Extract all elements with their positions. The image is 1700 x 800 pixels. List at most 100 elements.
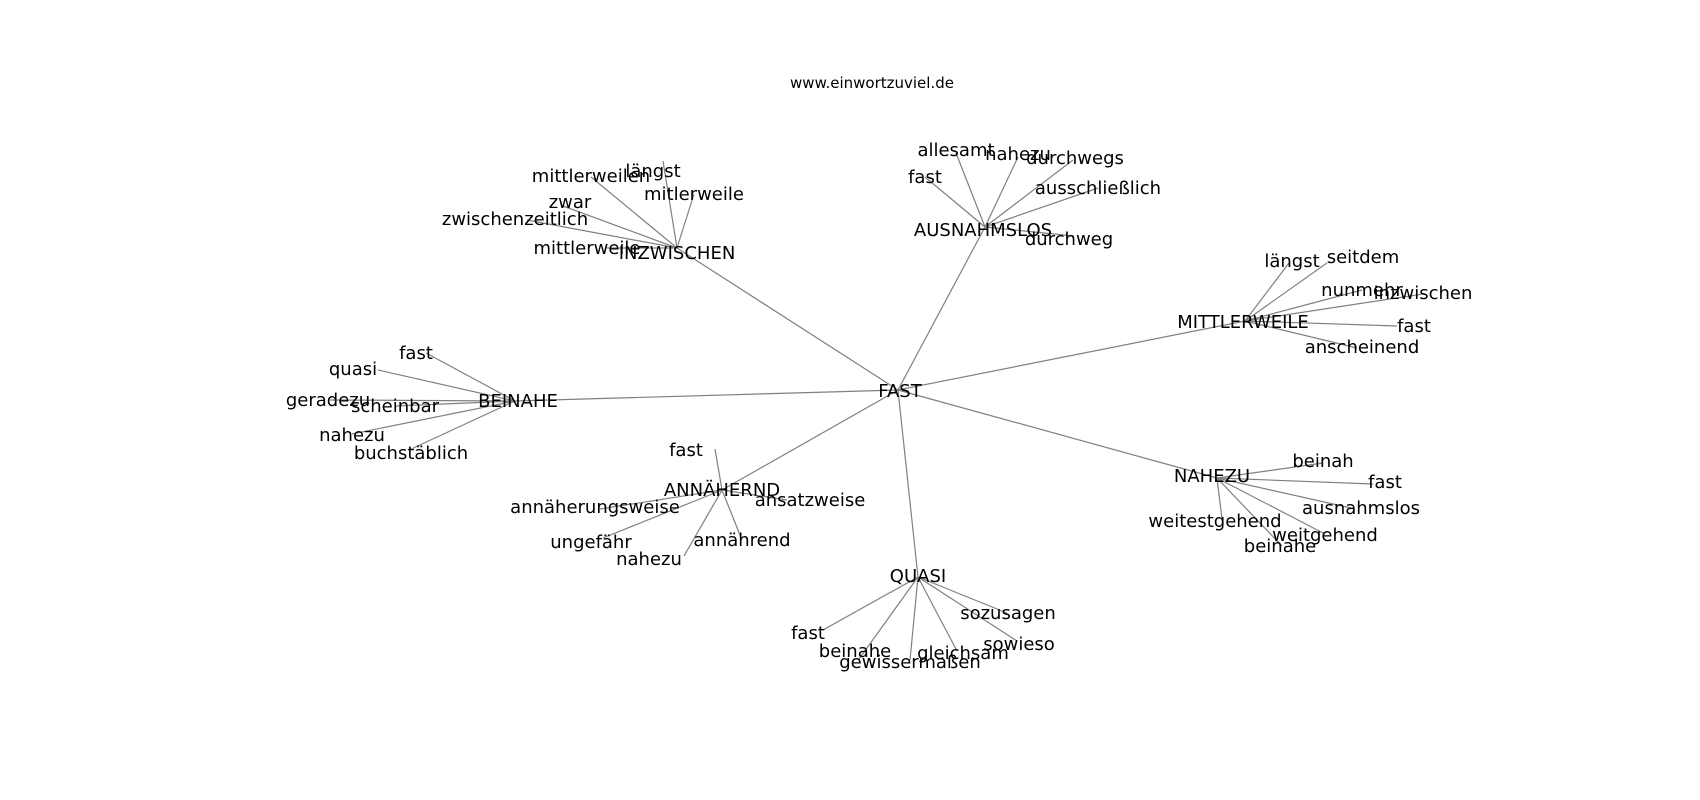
leaf-node-label: fast (791, 623, 825, 644)
leaf-node-label: buchstäblich (354, 443, 468, 464)
leaf-node-label: quasi (329, 359, 377, 380)
edge-cluster-to-leaf (984, 187, 1099, 228)
edge-cluster-to-leaf (924, 176, 986, 228)
cluster-node-label: QUASI (890, 566, 946, 587)
edge-cluster-to-leaf (408, 400, 516, 451)
leaf-node-label: ausschließlich (1035, 178, 1161, 199)
cluster-node-label: AUSNAHMSLOS (914, 220, 1052, 241)
edge-root-to-cluster (897, 320, 1246, 391)
edge-cluster-to-leaf (425, 352, 516, 402)
edge-root-to-cluster (897, 389, 919, 578)
leaf-node-label: sozusagen (960, 603, 1056, 624)
edge-cluster-to-leaf (351, 400, 516, 435)
leaf-node-label: annährend (693, 530, 790, 551)
leaf-node-label: gewissermaßen (839, 652, 981, 673)
cluster-node-label: BEINAHE (478, 391, 558, 412)
edge-cluster-to-leaf (822, 576, 919, 631)
edge-cluster-to-leaf (662, 160, 678, 249)
edge-cluster-to-leaf (1244, 289, 1363, 322)
edge-cluster-to-leaf (590, 176, 678, 249)
edge-cluster-to-leaf (394, 400, 516, 407)
leaf-node-label: inzwischen (1374, 283, 1473, 304)
edge-cluster-to-leaf (984, 156, 1019, 228)
edge-cluster-to-leaf (917, 576, 1008, 614)
leaf-node-label: durchwegs (1026, 148, 1124, 169)
leaf-node-label: seitdem (1327, 247, 1400, 268)
leaf-node-label: mittlerweile (534, 238, 641, 259)
leaf-node-label: weitgehend (1272, 525, 1378, 546)
leaf-node-label: sowieso (983, 634, 1055, 655)
edge-cluster-to-leaf (984, 159, 1074, 228)
leaf-node-label: nahezu (985, 144, 1051, 165)
edge-cluster-to-leaf (676, 193, 695, 249)
cluster-node-label: MITTLERWEILE (1177, 312, 1309, 333)
edge-cluster-to-leaf (1216, 477, 1283, 547)
edge-root-to-cluster (897, 226, 986, 391)
edge-cluster-to-leaf (562, 205, 678, 249)
edge-cluster-to-leaf (1216, 477, 1374, 485)
leaf-node-label: zwischenzeitlich (442, 209, 588, 230)
leaf-node-label: längst (625, 161, 680, 182)
cluster-node-label: ANNÄHERND (664, 480, 780, 501)
leaf-node-label: nahezu (319, 425, 385, 446)
leaf-node-label: fast (908, 167, 942, 188)
edge-cluster-to-leaf (984, 226, 1075, 237)
leaf-node-label: allesamt (917, 140, 994, 161)
site-url-label: www.einwortzuviel.de (790, 74, 954, 92)
edge-cluster-to-leaf (917, 576, 958, 652)
edge-cluster-to-leaf (1244, 320, 1358, 349)
edge-cluster-to-leaf (1244, 293, 1424, 322)
leaf-node-label: beinahe (819, 641, 891, 662)
edge-cluster-to-leaf (602, 489, 723, 539)
edge-cluster-to-leaf (909, 576, 919, 661)
edge-cluster-to-leaf (1244, 320, 1398, 327)
leaf-node-label: ausnahmslos (1302, 498, 1420, 519)
cluster-node-label: INZWISCHEN (619, 243, 736, 264)
leaf-node-label: zwar (549, 192, 592, 213)
edge-cluster-to-leaf (721, 489, 788, 501)
leaf-node-label: nahezu (616, 549, 682, 570)
edge-cluster-to-leaf (329, 399, 516, 402)
edge-root-to-cluster (897, 389, 1218, 479)
edge-cluster-to-leaf (683, 489, 723, 557)
edge-root-to-cluster (721, 389, 899, 491)
root-node-label: FAST (878, 381, 922, 402)
edge-cluster-to-leaf (1244, 262, 1328, 322)
leaf-node-label: beinahe (1244, 536, 1316, 557)
edge-cluster-to-leaf (917, 576, 1018, 642)
leaf-node-label: annäherungsweise (510, 497, 680, 518)
edge-cluster-to-leaf (526, 219, 678, 249)
edge-cluster-to-leaf (955, 152, 986, 228)
leaf-node-label: fast (399, 343, 433, 364)
leaf-node-label: ansatzweise (755, 490, 866, 511)
edge-root-to-cluster (676, 247, 899, 391)
leaf-node-label: nunmehr (1321, 280, 1403, 301)
cluster-node-label: NAHEZU (1174, 466, 1250, 487)
leaf-node-label: scheinbar (351, 396, 440, 417)
leaf-node-label: anscheinend (1305, 337, 1420, 358)
leaf-node-label: fast (669, 440, 703, 461)
leaf-node-label: durchweg (1025, 229, 1113, 250)
leaf-node-label: ungefähr (550, 532, 632, 553)
leaf-node-label: gleichsam (917, 643, 1009, 664)
leaf-node-label: längst (1264, 251, 1319, 272)
leaf-node-label: beinah (1292, 451, 1353, 472)
leaf-node-label: geradezu (286, 390, 370, 411)
leaf-node-label: fast (1397, 316, 1431, 337)
leaf-node-label: fast (1368, 472, 1402, 493)
leaf-node-label: mittlerweilen (532, 166, 650, 187)
edge-cluster-to-leaf (1216, 477, 1223, 520)
leaf-node-label: weitestgehend (1148, 511, 1281, 532)
edge-cluster-to-leaf (377, 369, 516, 402)
graph-edges (329, 152, 1424, 661)
edge-cluster-to-leaf (1216, 477, 1326, 535)
edge-cluster-to-leaf (714, 448, 723, 491)
leaf-node-label: mitlerweile (644, 184, 744, 205)
edge-root-to-cluster (514, 389, 899, 402)
edge-cluster-to-leaf (1216, 477, 1352, 509)
edge-cluster-to-leaf (721, 489, 743, 541)
edge-cluster-to-leaf (1216, 462, 1324, 479)
edge-cluster-to-leaf (599, 489, 723, 510)
